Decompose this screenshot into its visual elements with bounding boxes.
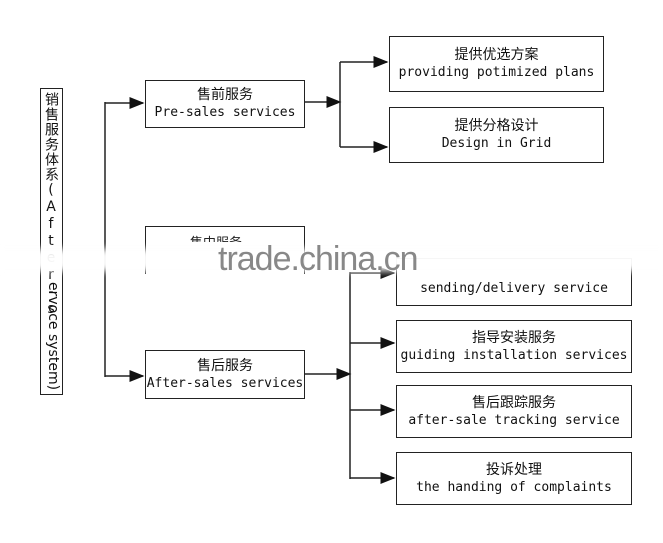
root-label-bottom: ervoce system): [45, 281, 61, 390]
delivery-en: sending/delivery service: [420, 281, 608, 296]
tracking-zh: 售后跟踪服务: [472, 394, 556, 411]
watermark: trade.china.cn: [218, 240, 419, 278]
optimized-plans-zh: 提供优选方案: [454, 47, 539, 63]
tracking-en: after-sale tracking service: [408, 412, 620, 428]
aftersales-en: After-sales services: [146, 375, 304, 391]
installation-zh: 指导安装服务: [472, 329, 556, 346]
watermark-blur-band: [0, 244, 663, 276]
grid-design-node: 提供分格设计 Design in Grid: [389, 107, 604, 163]
root-node: 销售服务体系(After-s ervoce system): [40, 88, 63, 395]
optimized-plans-en: providing potimized plans: [398, 65, 595, 80]
insales-zh: 售中服务: [190, 232, 242, 242]
complaints-node: 投诉处理 the handing of complaints: [396, 452, 632, 505]
complaints-en: the handing of complaints: [416, 479, 612, 495]
grid-design-zh: 提供分格设计: [454, 118, 539, 134]
optimized-plans-node: 提供优选方案 providing potimized plans: [389, 36, 604, 92]
complaints-zh: 投诉处理: [486, 461, 542, 478]
grid-design-en: Design in Grid: [441, 136, 552, 151]
tracking-node: 售后跟踪服务 after-sale tracking service: [396, 385, 632, 438]
aftersales-node: 售后服务 After-sales services: [145, 350, 305, 399]
presales-zh: 售前服务: [197, 87, 253, 103]
presales-en: Pre-sales services: [154, 105, 296, 120]
aftersales-zh: 售后服务: [197, 357, 253, 374]
installation-node: 指导安装服务 guiding installation services: [396, 320, 632, 373]
installation-en: guiding installation services: [400, 347, 628, 363]
presales-node: 售前服务 Pre-sales services: [145, 80, 305, 128]
